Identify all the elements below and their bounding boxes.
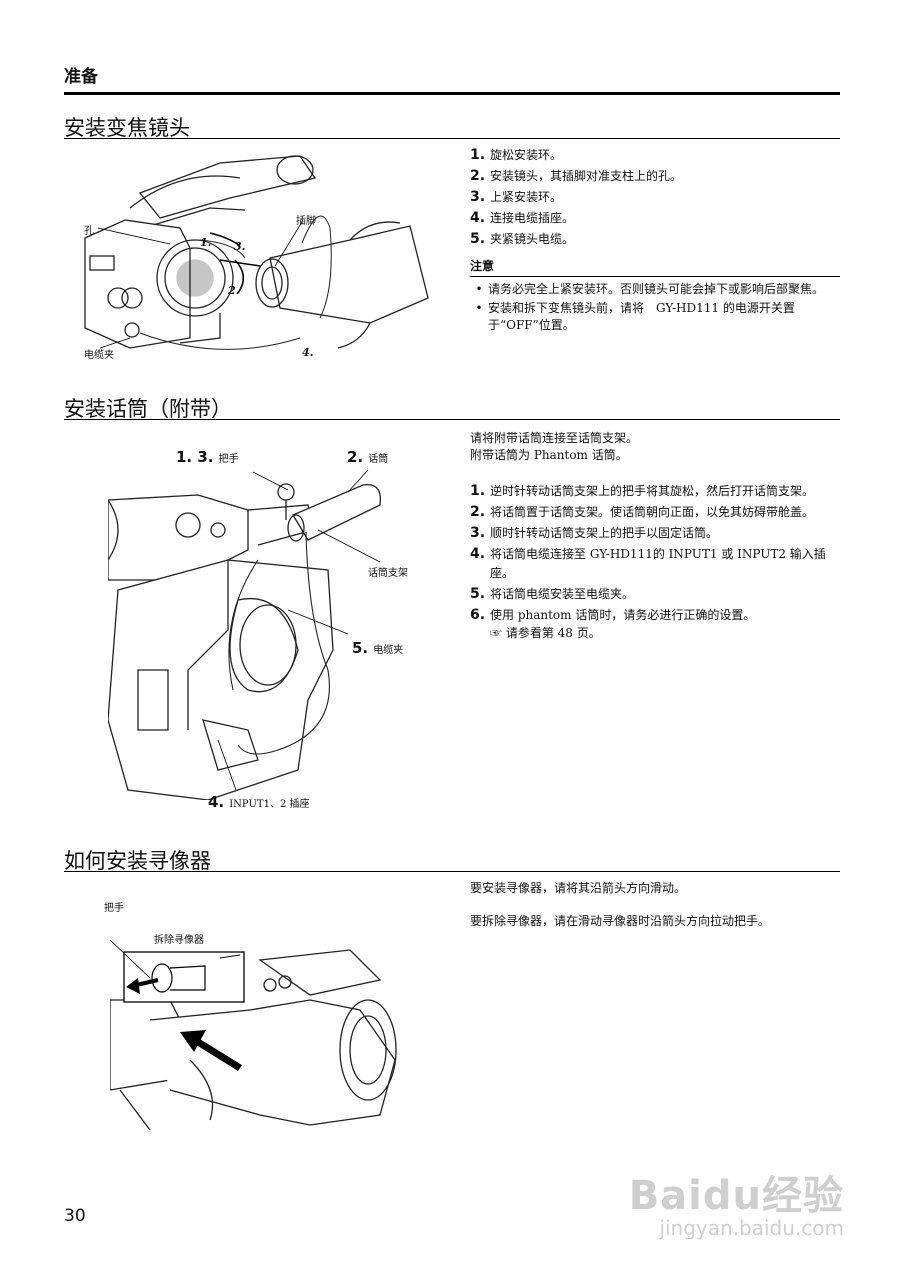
fig2-handle-label: 1. 3. 把手 xyxy=(176,447,239,466)
step-number: 4. xyxy=(470,210,486,226)
fig-step-3: 3. xyxy=(234,240,246,253)
step-item: 5. 将话筒电缆安装至电缆夹。 xyxy=(470,585,842,604)
step-number: 2. xyxy=(470,168,486,184)
section-rule xyxy=(64,138,840,139)
note-item: • 请务必完全上紧安装环。否则镜头可能会掉下或影响后部聚焦。 xyxy=(470,281,840,298)
vf-para-2: 要拆除寻像器，请在滑动寻像器时沿箭头方向拉动把手。 xyxy=(470,914,771,928)
fig-step-2: 2. xyxy=(228,284,240,297)
step-number: 3. xyxy=(470,189,486,205)
fig2-handle-num: 1. 3. xyxy=(176,448,214,466)
vf-para-1: 要安装寻像器，请将其沿箭头方向滑动。 xyxy=(470,881,687,895)
label-pin: 插脚 xyxy=(296,216,316,227)
fig-step-1: 1. xyxy=(200,236,212,249)
fig2-holder: 话筒支架 xyxy=(368,568,408,579)
bullet-icon: • xyxy=(475,282,483,296)
page-number: 30 xyxy=(64,1206,86,1226)
section-title-viewfinder: 如何安装寻像器 xyxy=(64,849,211,873)
fig2-input: INPUT1、2 插座 xyxy=(229,799,310,810)
fig2-clamp-num: 5. xyxy=(352,639,369,657)
step-number: 1. xyxy=(470,483,486,499)
section-title-zoom-lens: 安装变焦镜头 xyxy=(64,116,190,140)
note-title: 注意 xyxy=(470,257,840,277)
step-item: 2. 安装镜头，其插脚对准支柱上的孔。 xyxy=(470,167,840,186)
section-rule xyxy=(64,871,840,872)
step-text: 旋松安装环。 xyxy=(490,148,563,162)
zoom-lens-steps: 1. 旋松安装环。 2. 安装镜头，其插脚对准支柱上的孔。 3. 上紧安装环。 4. 连接电缆… xyxy=(470,146,840,336)
step-item: 5. 夹紧镜头电缆。 xyxy=(470,230,840,249)
step-number: 5. xyxy=(470,231,486,247)
zoom-lens-illustration xyxy=(84,155,429,350)
baidu-watermark-logo: Baidu经验 xyxy=(628,1173,844,1219)
step-number: 6. xyxy=(470,607,486,623)
step-text: 将话筒电缆安装至电缆夹。 xyxy=(490,587,635,601)
note-text: 安装和拆下变焦镜头前，请将 GY-HD111 的电源开关置于“OFF”位置。 xyxy=(488,301,795,332)
step-number: 4. xyxy=(470,546,486,562)
step-number: 5. xyxy=(470,586,486,602)
fig2-mic-num: 2. xyxy=(347,448,364,466)
step-item: 2. 将话筒置于话筒支架。使话筒朝向正面，以免其妨碍带舱盖。 xyxy=(470,503,842,522)
step-item: 6. 使用 phantom 话筒时，请务必进行正确的设置。 xyxy=(470,606,842,625)
label-vf-handle: 把手 xyxy=(104,903,124,914)
viewfinder-illustration xyxy=(110,940,397,1130)
section-title-microphone: 安装话筒（附带） xyxy=(64,397,232,421)
baidu-watermark-url: jingyan.baidu.com xyxy=(659,1216,844,1240)
chapter-title: 准备 xyxy=(64,67,98,87)
label-vf-remove: 拆除寻像器 xyxy=(154,935,204,946)
label-cable-clamp: 电缆夹 xyxy=(84,350,114,361)
intro-line-1: 请将附带话筒连接至话筒支架。 xyxy=(470,431,639,445)
note-text: 请务必完全上紧安装环。否则镜头可能会掉下或影响后部聚焦。 xyxy=(488,282,825,296)
step-text: 连接电缆插座。 xyxy=(490,211,575,225)
step-item: 3. 上紧安装环。 xyxy=(470,188,840,207)
chapter-rule xyxy=(64,92,840,95)
microphone-text: 请将附带话筒连接至话筒支架。 附带话筒为 Phantom 话筒。 1. 逆时针转动… xyxy=(470,430,842,642)
step-text: 上紧安装环。 xyxy=(490,190,563,204)
step-text: 逆时针转动话筒支架上的把手将其旋松，然后打开话筒支架。 xyxy=(490,484,815,498)
microphone-illustration xyxy=(108,470,382,800)
fig2-clamp-label: 5. 电缆夹 xyxy=(352,638,403,657)
note-item: • 安装和拆下变焦镜头前，请将 GY-HD111 的电源开关置于“OFF”位置。 xyxy=(470,300,840,334)
step-number: 2. xyxy=(470,504,486,520)
step-text: 将话筒电缆连接至 GY-HD111的 INPUT1 或 INPUT2 输入插座。 xyxy=(490,547,826,580)
bullet-icon: • xyxy=(475,301,483,315)
fig2-clamp: 电缆夹 xyxy=(373,645,404,656)
step-item: 4.将话筒电缆连接至 GY-HD111的 INPUT1 或 INPUT2 输入插… xyxy=(470,545,842,583)
viewfinder-text: 要安装寻像器，请将其沿箭头方向滑动。 要拆除寻像器，请在滑动寻像器时沿箭头方向拉… xyxy=(470,880,842,930)
label-hole: 孔 xyxy=(84,226,94,237)
step-item: 1. 逆时针转动话筒支架上的把手将其旋松，然后打开话筒支架。 xyxy=(470,482,842,501)
fig2-mic: 话筒 xyxy=(368,454,389,465)
step-text: 将话筒置于话筒支架。使话筒朝向正面，以免其妨碍带舱盖。 xyxy=(490,505,815,519)
step-text: 夹紧镜头电缆。 xyxy=(490,232,575,246)
section-rule xyxy=(64,419,840,420)
step-item: 4. 连接电缆插座。 xyxy=(470,209,840,228)
fig2-handle: 把手 xyxy=(218,454,239,465)
intro-line-2: 附带话筒为 Phantom 话筒。 xyxy=(470,448,628,462)
fig-step-4: 4. xyxy=(302,346,314,359)
step-text: 使用 phantom 话筒时，请务必进行正确的设置。 xyxy=(490,608,756,622)
step-text: 安装镜头，其插脚对准支柱上的孔。 xyxy=(490,169,683,183)
step-item: 1. 旋松安装环。 xyxy=(470,146,840,165)
step-number: 1. xyxy=(470,147,486,163)
step-text: 顺时针转动话筒支架上的把手以固定话筒。 xyxy=(490,526,719,540)
fig2-input-label: 4. INPUT1、2 插座 xyxy=(208,792,310,811)
page-reference: ☞ 请参看第 48 页。 xyxy=(490,626,601,640)
step-item: 3. 顺时针转动话筒支架上的把手以固定话筒。 xyxy=(470,524,842,543)
fig2-input-num: 4. xyxy=(208,793,225,811)
fig2-mic-label: 2. 话筒 xyxy=(347,447,388,466)
step-number: 3. xyxy=(470,525,486,541)
